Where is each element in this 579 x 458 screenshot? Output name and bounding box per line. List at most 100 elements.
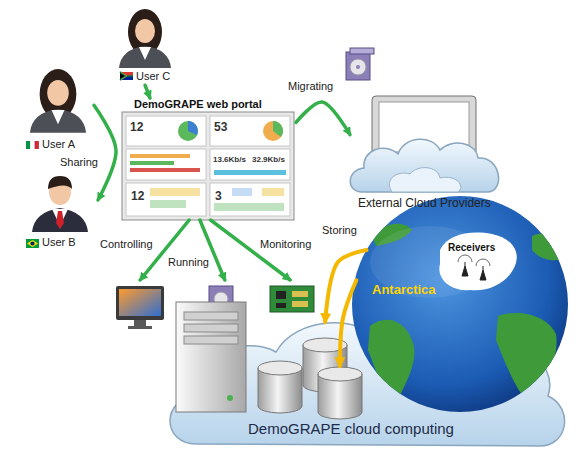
user-name: User B	[42, 236, 76, 249]
computing-cloud: DemoGRAPE cloud computing	[108, 280, 568, 446]
user-b-figure	[32, 176, 88, 232]
user-name: User C	[136, 70, 170, 83]
storage-disks	[258, 361, 302, 375]
south-africa-flag	[120, 72, 133, 80]
brazil-flag	[26, 239, 39, 248]
control-monitor-icon	[134, 320, 146, 326]
circuit-board-icon	[270, 286, 314, 312]
italy-flag	[35, 141, 39, 149]
storage-disks	[258, 338, 362, 419]
circuit-board-icon	[292, 291, 308, 297]
south-africa-flag	[121, 73, 127, 80]
web-portal-screenshot	[210, 149, 290, 180]
web-portal-screenshot	[126, 116, 206, 146]
dashboard-value: 3	[215, 190, 222, 203]
earth-globe	[532, 233, 568, 260]
circuit-board-icon	[276, 303, 286, 308]
circuit-board-icon	[270, 286, 314, 312]
server-tower	[227, 395, 233, 401]
italy-flag	[26, 141, 39, 149]
web-portal-screenshot	[150, 200, 186, 208]
web-portal-screenshot	[126, 149, 206, 180]
receiver-label: Receivers	[448, 242, 495, 254]
storing-arrow	[340, 280, 356, 366]
server-tower	[176, 302, 246, 412]
web-portal-screenshot	[122, 112, 294, 220]
server-tower	[184, 336, 238, 344]
earth-globe	[370, 226, 490, 298]
brazil-flag	[27, 240, 38, 247]
web-portal-screenshot	[210, 116, 290, 146]
circuit-board-icon	[276, 291, 286, 299]
control-monitor-icon	[116, 286, 164, 320]
flow-arrow	[145, 85, 150, 98]
edge-label: Monitoring	[258, 238, 313, 251]
external-clouds	[389, 168, 460, 192]
software-box-icon	[350, 59, 366, 75]
user-a-figure	[30, 69, 86, 133]
user-c-figure	[119, 9, 171, 68]
user-a-figure	[30, 69, 86, 133]
web-portal-screenshot	[214, 203, 284, 211]
dashboard-value: 12	[130, 121, 143, 134]
receiver-antennas	[458, 255, 490, 266]
user-name: User A	[42, 138, 75, 151]
web-portal-screenshot	[130, 168, 200, 172]
cloud-caption: External Cloud Providers	[358, 196, 491, 210]
web-portal-screenshot	[263, 121, 283, 141]
italy-flag	[30, 141, 34, 149]
flow-arrow	[94, 105, 116, 200]
region-label: Antarctica	[372, 282, 436, 298]
control-monitor-icon	[128, 326, 152, 329]
software-box-icon	[346, 48, 374, 80]
user-figure: User A	[22, 66, 94, 153]
dashboard-value: 13.6Kb/s	[213, 156, 246, 165]
software-box-icon	[356, 65, 360, 69]
external-clouds	[350, 139, 498, 192]
user-b-figure	[32, 176, 88, 232]
server-tower	[184, 324, 238, 332]
circuit-board-icon	[292, 301, 308, 307]
brazil-flag	[26, 239, 39, 248]
receiver-antennas	[462, 262, 468, 276]
user-figure: User B	[22, 172, 98, 252]
receiver-antennas	[480, 266, 486, 280]
web-portal-screenshot	[130, 154, 190, 158]
edge-label: Controlling	[98, 238, 155, 251]
dashboard-value: 32.9Kb/s	[252, 156, 285, 165]
globe: ReceiversAntarctica	[352, 196, 568, 412]
dashboard-value: 12	[131, 190, 144, 203]
web-portal-screenshot	[214, 170, 286, 175]
edge-label: Sharing	[58, 156, 100, 169]
web-portal-screenshot	[150, 188, 200, 196]
earth-globe	[496, 313, 557, 400]
external-cloud: External Cloud Providers	[350, 92, 506, 214]
web-portal-screenshot	[273, 121, 283, 137]
web-portal-screenshot	[122, 112, 294, 220]
user-figure: User C	[112, 8, 178, 85]
external-clouds	[350, 139, 498, 192]
control-monitor-icon	[116, 286, 164, 329]
edge-label: Migrating	[286, 80, 335, 93]
software-box-icon	[350, 48, 374, 54]
storage-disks	[318, 367, 362, 381]
software-box-icon	[346, 52, 370, 80]
web-portal-screenshot	[210, 183, 290, 216]
earth-globe	[352, 196, 568, 412]
web-portal-screenshot	[188, 121, 198, 135]
italy-flag	[26, 141, 30, 149]
earth-globe	[368, 320, 414, 404]
south-africa-flag	[120, 72, 133, 80]
server-tower	[184, 312, 238, 320]
receiver-antennas	[458, 255, 490, 280]
portal-title: DemoGRAPE web portal	[134, 98, 262, 111]
web-portal-screenshot	[126, 183, 206, 216]
server-tower	[176, 302, 246, 412]
web-portal-screenshot	[130, 161, 174, 165]
user-c-figure	[119, 9, 171, 68]
earth-globe	[368, 224, 568, 404]
control-monitor-icon	[119, 289, 161, 316]
